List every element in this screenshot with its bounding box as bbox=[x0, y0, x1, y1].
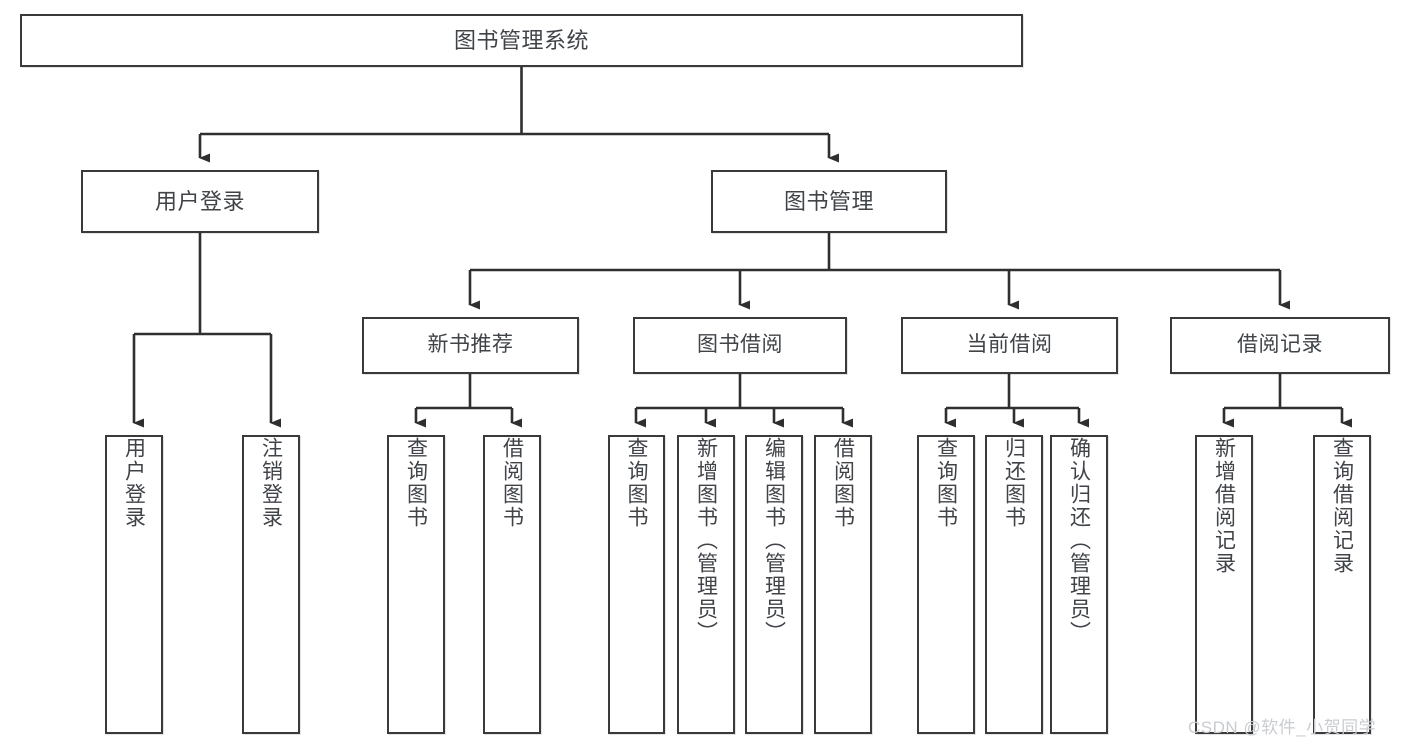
node-new-book-recommend[interactable]: 新书推荐 bbox=[362, 317, 579, 374]
node-borrow-record[interactable]: 借阅记录 bbox=[1170, 317, 1390, 374]
node-book-borrow[interactable]: 图书借阅 bbox=[633, 317, 847, 374]
node-book-manage-label: 图书管理 bbox=[783, 188, 874, 214]
leaf-node-label: 查询图书 bbox=[625, 437, 648, 529]
node-root[interactable]: 图书管理系统 bbox=[20, 14, 1023, 67]
node-new-book-recommend-label: 新书推荐 bbox=[427, 333, 514, 357]
leaf-node-label: 确认归还（管理员） bbox=[1067, 437, 1091, 644]
leaf-node-label: 用户登录 bbox=[122, 437, 146, 529]
leaf-node[interactable]: 查询借阅记录 bbox=[1313, 435, 1371, 734]
leaf-node[interactable]: 借阅图书 bbox=[483, 435, 541, 734]
watermark-text: CSDN @软件_小贺同学 bbox=[1188, 718, 1377, 737]
leaf-node-label: 新增借阅记录 bbox=[1212, 437, 1236, 575]
leaf-node-label: 注销登录 bbox=[259, 437, 283, 529]
leaf-node[interactable]: 借阅图书 bbox=[814, 435, 872, 734]
leaf-node[interactable]: 编辑图书（管理员） bbox=[745, 435, 803, 734]
node-current-borrow-label: 当前借阅 bbox=[966, 333, 1053, 357]
leaf-node-label: 新增图书（管理员） bbox=[694, 437, 718, 644]
leaf-node[interactable]: 新增图书（管理员） bbox=[677, 435, 735, 734]
leaf-node[interactable]: 新增借阅记录 bbox=[1195, 435, 1253, 734]
leaf-node-label: 借阅图书 bbox=[500, 437, 524, 529]
leaf-node[interactable]: 注销登录 bbox=[242, 435, 300, 734]
leaf-node[interactable]: 查询图书 bbox=[917, 435, 975, 734]
leaf-node[interactable]: 确认归还（管理员） bbox=[1050, 435, 1108, 734]
node-book-borrow-label: 图书借阅 bbox=[697, 333, 783, 357]
node-user-login[interactable]: 用户登录 bbox=[81, 170, 319, 233]
leaf-node-label: 归还图书 bbox=[1002, 437, 1026, 529]
node-borrow-record-label: 借阅记录 bbox=[1237, 333, 1323, 357]
leaf-node-label: 查询图书 bbox=[404, 437, 428, 529]
node-current-borrow[interactable]: 当前借阅 bbox=[901, 317, 1118, 374]
leaf-node[interactable]: 归还图书 bbox=[985, 435, 1043, 734]
leaf-node[interactable]: 查询图书 bbox=[608, 435, 665, 734]
leaf-node-label: 借阅图书 bbox=[831, 437, 855, 529]
leaf-node-label: 查询图书 bbox=[934, 437, 958, 529]
leaf-node[interactable]: 查询图书 bbox=[387, 435, 445, 734]
node-book-manage[interactable]: 图书管理 bbox=[711, 170, 947, 233]
leaf-node-label: 编辑图书（管理员） bbox=[762, 437, 786, 644]
leaf-node[interactable]: 用户登录 bbox=[105, 435, 163, 734]
node-user-login-label: 用户登录 bbox=[154, 188, 245, 214]
leaf-node-label: 查询借阅记录 bbox=[1330, 437, 1354, 575]
node-root-label: 图书管理系统 bbox=[453, 27, 589, 53]
